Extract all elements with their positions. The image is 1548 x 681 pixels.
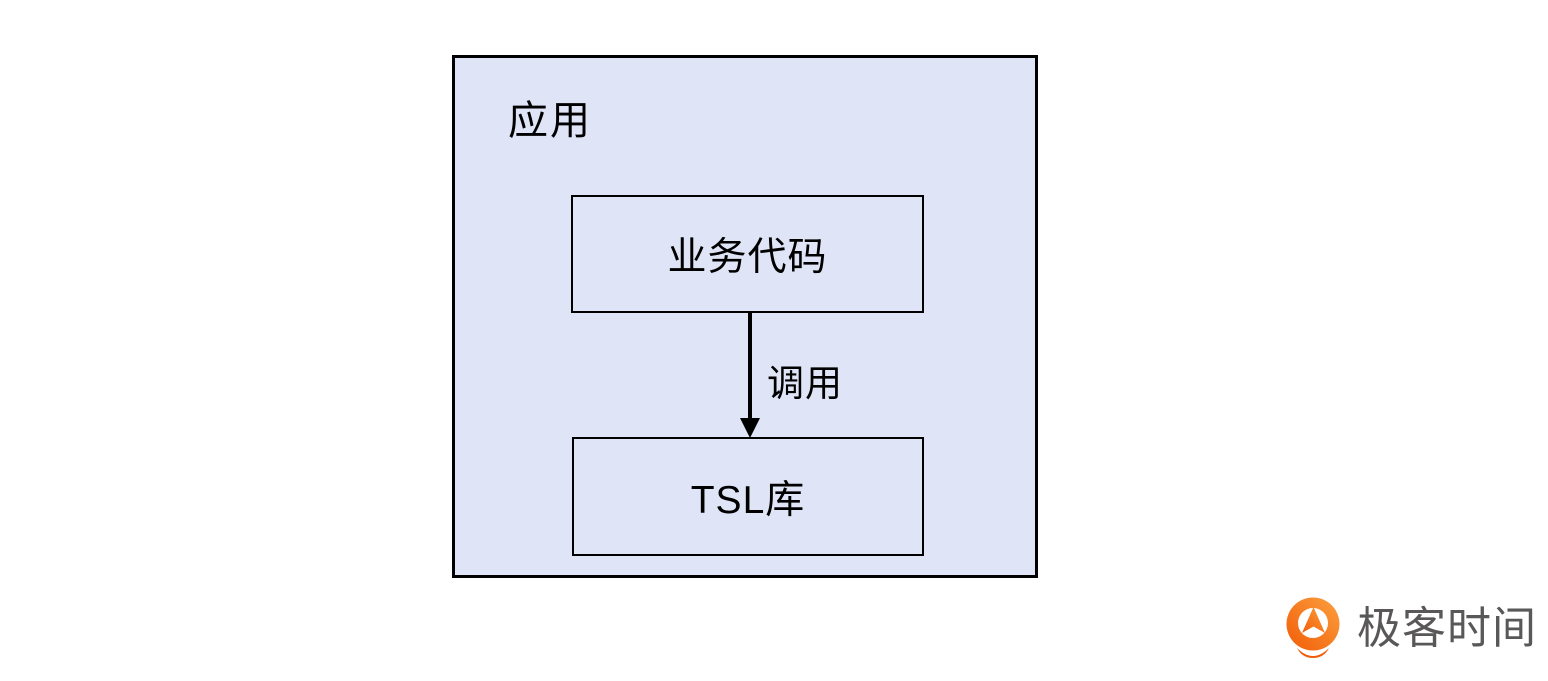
geektime-logo: 极客时间 [1280, 597, 1537, 661]
call-arrow-label: 调用 [767, 363, 843, 404]
node-business-code: 业务代码 [571, 195, 924, 313]
node-business-code-label: 业务代码 [667, 236, 828, 279]
application-label: 应用 [508, 99, 592, 143]
node-tsl-lib: TSL库 [572, 437, 924, 556]
application-container-box: 应用 业务代码 调用 TSL库 [452, 55, 1038, 578]
node-tsl-lib-label: TSL库 [690, 478, 806, 522]
call-arrow [740, 313, 760, 438]
geektime-logo-icon [1286, 597, 1340, 658]
geektime-logo-text: 极客时间 [1357, 604, 1537, 653]
